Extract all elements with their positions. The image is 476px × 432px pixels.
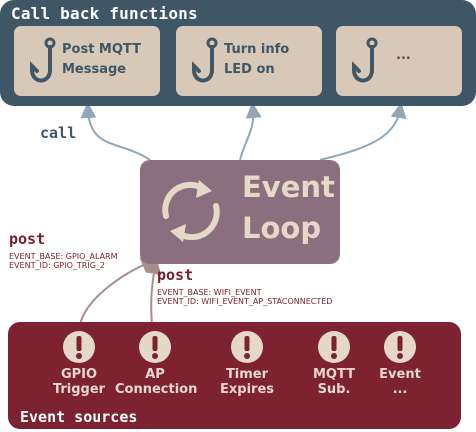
event-loop-title-line1: Event — [242, 170, 335, 204]
exclamation-icon — [384, 331, 416, 363]
callback-post-mqtt[interactable]: Post MQTT Message — [14, 26, 160, 96]
source-mqtt-sub[interactable]: MQTT Sub. — [294, 330, 374, 397]
callback-more[interactable]: ... — [336, 26, 462, 96]
post-label-right: post — [157, 266, 194, 284]
source-label: GPIO Trigger — [52, 367, 106, 397]
post-arrow-2 — [145, 258, 162, 326]
post-right-event-base: EVENT_BASE: WIFI_EVENT — [157, 288, 262, 297]
post-arrow-1 — [79, 257, 158, 326]
callback-turn-led[interactable]: Turn info LED on — [176, 26, 322, 96]
exclamation-icon — [63, 331, 95, 363]
event-loop[interactable]: Event Loop — [140, 160, 340, 264]
event-loop-title-line2: Loop — [242, 211, 322, 245]
hook-icon — [30, 37, 56, 83]
post-left-event-id: EVENT_ID: GPIO_TRIG_2 — [9, 261, 105, 270]
callback-label: Post MQTT Message — [62, 42, 141, 77]
call-label: call — [40, 124, 77, 142]
call-arrow-1 — [80, 102, 151, 161]
exclamation-icon — [139, 331, 171, 363]
event-sources-title: Event sources — [20, 408, 138, 426]
source-gpio-trigger[interactable]: GPIO Trigger — [39, 330, 119, 397]
source-event-more[interactable]: Event ... — [360, 330, 440, 397]
hook-icon — [352, 37, 378, 83]
exclamation-icon — [318, 331, 350, 363]
callback-label: ... — [396, 48, 411, 63]
call-arrow-2 — [239, 102, 262, 161]
callback-label: Turn info LED on — [224, 42, 290, 77]
source-label: MQTT Sub. — [312, 367, 356, 397]
source-label: Event ... — [379, 367, 421, 397]
source-label: AP Connection — [115, 367, 198, 397]
post-left-event-base: EVENT_BASE: GPIO_ALARM — [9, 252, 118, 261]
source-ap-connection[interactable]: AP Connection — [115, 330, 198, 397]
call-arrow-3 — [319, 102, 407, 161]
exclamation-icon — [231, 331, 263, 363]
post-right-event-id: EVENT_ID: WIFI_EVENT_AP_STACONNECTED — [157, 297, 333, 306]
source-label: Timer Expires — [220, 367, 274, 397]
source-timer-expires[interactable]: Timer Expires — [207, 330, 287, 397]
post-label-left: post — [9, 230, 46, 248]
loop-cycle-icon — [162, 180, 220, 242]
callbacks-title: Call back functions — [11, 4, 198, 23]
hook-icon — [192, 37, 218, 83]
